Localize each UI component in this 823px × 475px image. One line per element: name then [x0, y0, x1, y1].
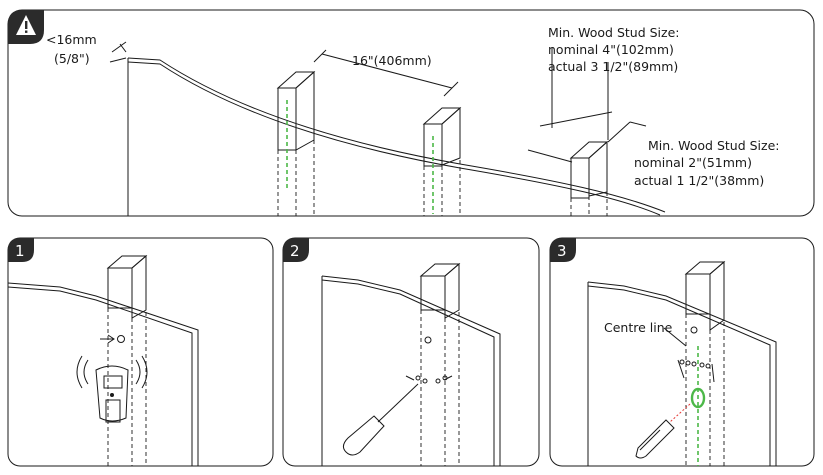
step-3-panel: 3 Centre line: [549, 237, 815, 467]
spacing-dimension-line: [321, 53, 453, 89]
drywall-thickness-label-inch: (5/8"): [54, 51, 90, 66]
warning-triangle-icon: [8, 10, 44, 44]
step-2-frame: [282, 237, 540, 467]
wood-stud-2in: [569, 140, 609, 216]
stud-spacing-label: 16"(406mm): [352, 53, 432, 68]
pilot-holes: [405, 375, 453, 384]
screwdriver-icon: [342, 383, 419, 456]
min-stud-4in-actual: actual 3 1/2"(89mm): [548, 59, 678, 74]
screw-icon: [100, 334, 125, 344]
nominal-4in-dimension: [539, 111, 613, 127]
wood-stud-4in-a: [276, 70, 316, 216]
min-stud-2in-nominal: nominal 2"(51mm): [634, 155, 752, 170]
min-stud-2in-actual: actual 1 1/2"(38mm): [634, 173, 764, 188]
min-stud-4in-nominal: nominal 4"(102mm): [548, 42, 674, 57]
stud-finder-icon: [76, 355, 148, 423]
step-3-number: 3: [557, 242, 567, 260]
wood-stud-4in-b: [422, 106, 462, 216]
drywall-thickness-label: <16mm: [46, 32, 97, 47]
step-3-frame: [549, 237, 815, 467]
drywall-top-edge: [127, 61, 661, 216]
step-1-panel: 1: [7, 237, 274, 467]
min-stud-2in-title: Min. Wood Stud Size:: [648, 138, 780, 153]
thickness-leader: [111, 41, 127, 53]
step-2-panel: 2: [282, 237, 540, 467]
drywall-bottom-edge: [127, 57, 666, 213]
step-1-badge: 1: [8, 238, 34, 262]
drill-mark-circle: [690, 387, 706, 409]
marked-holes: [677, 359, 715, 383]
step-1-frame: [7, 237, 274, 467]
step-3-badge: 3: [550, 238, 576, 262]
top-panel: <16mm (5/8") 16"(406mm): [7, 9, 815, 217]
step-2-badge: 2: [283, 238, 309, 262]
centre-line-label: Centre line: [604, 320, 673, 335]
pencil-icon: [635, 403, 691, 459]
step-1-number: 1: [15, 242, 25, 260]
step-2-number: 2: [290, 242, 300, 260]
min-stud-4in-title: Min. Wood Stud Size:: [548, 25, 680, 40]
top-panel-frame: [7, 9, 815, 217]
